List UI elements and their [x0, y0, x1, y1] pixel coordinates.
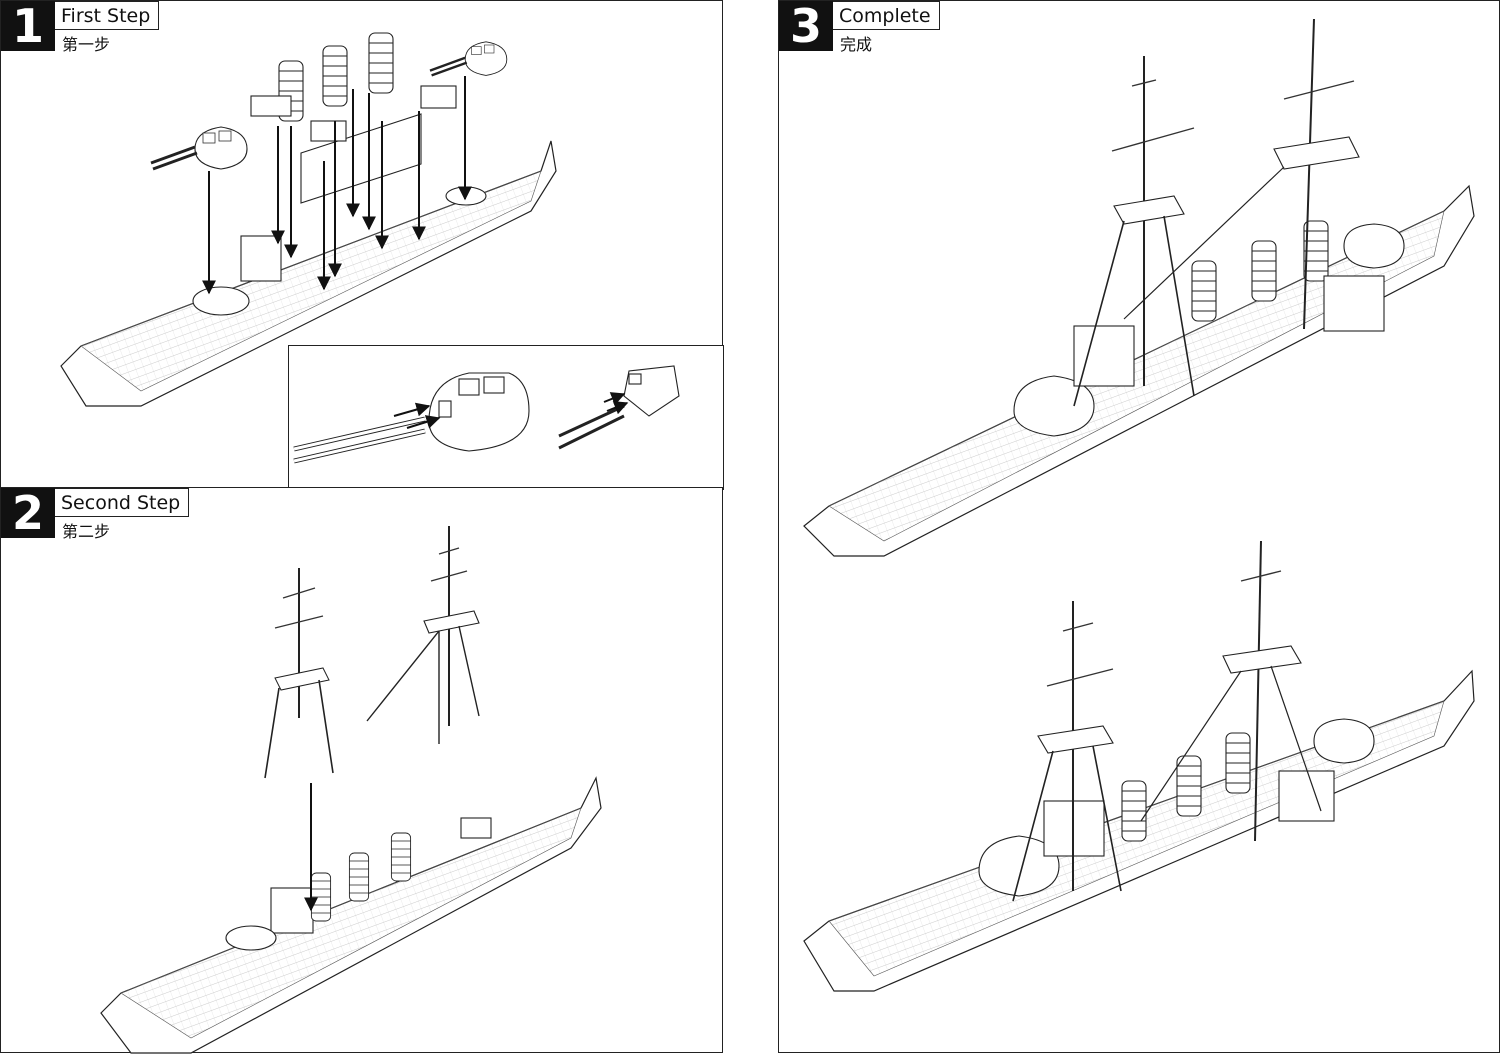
step-subtitle-3: 完成 — [840, 35, 873, 54]
main-mast-bottom — [1140, 540, 1322, 842]
ship-hull-step-1 — [60, 113, 557, 407]
step-subtitle-1: 第一步 — [62, 35, 111, 54]
panel-step-2: 2 Second Step 第二步 — [0, 487, 723, 1054]
fore-mast-part — [264, 567, 334, 779]
step-title-1: First Step — [55, 1, 160, 30]
step-number-1: 1 — [1, 1, 55, 51]
funnel-part-3 — [368, 32, 394, 94]
panel-step-1: 1 First Step 第一步 — [0, 0, 724, 490]
step-2-illustration — [100, 526, 602, 1054]
funnel-part-2 — [322, 45, 348, 107]
step-title-3: Complete — [833, 1, 940, 30]
step-3-illustration — [803, 18, 1475, 992]
panel-step-3: 3 Complete 完成 — [778, 0, 1500, 1053]
turret-detail-drawing — [293, 365, 680, 464]
step-number-2: 2 — [1, 488, 55, 538]
turret-detail-inset — [288, 345, 724, 490]
step-1-illustration — [60, 32, 557, 407]
main-mast-top — [1123, 18, 1360, 330]
fore-mast-bottom — [1012, 601, 1122, 902]
step-title-2: Second Step — [55, 488, 190, 517]
fore-mast-top — [1073, 56, 1195, 407]
completed-ship-top — [803, 184, 1475, 557]
ship-hull-step-2 — [100, 776, 602, 1054]
aft-turret-part — [428, 40, 508, 77]
fore-turret-part — [149, 125, 249, 171]
step-subtitle-2: 第二步 — [62, 522, 111, 541]
step-number-3: 3 — [779, 1, 833, 51]
main-mast-part — [366, 526, 480, 744]
completed-ship-bottom — [803, 669, 1475, 992]
